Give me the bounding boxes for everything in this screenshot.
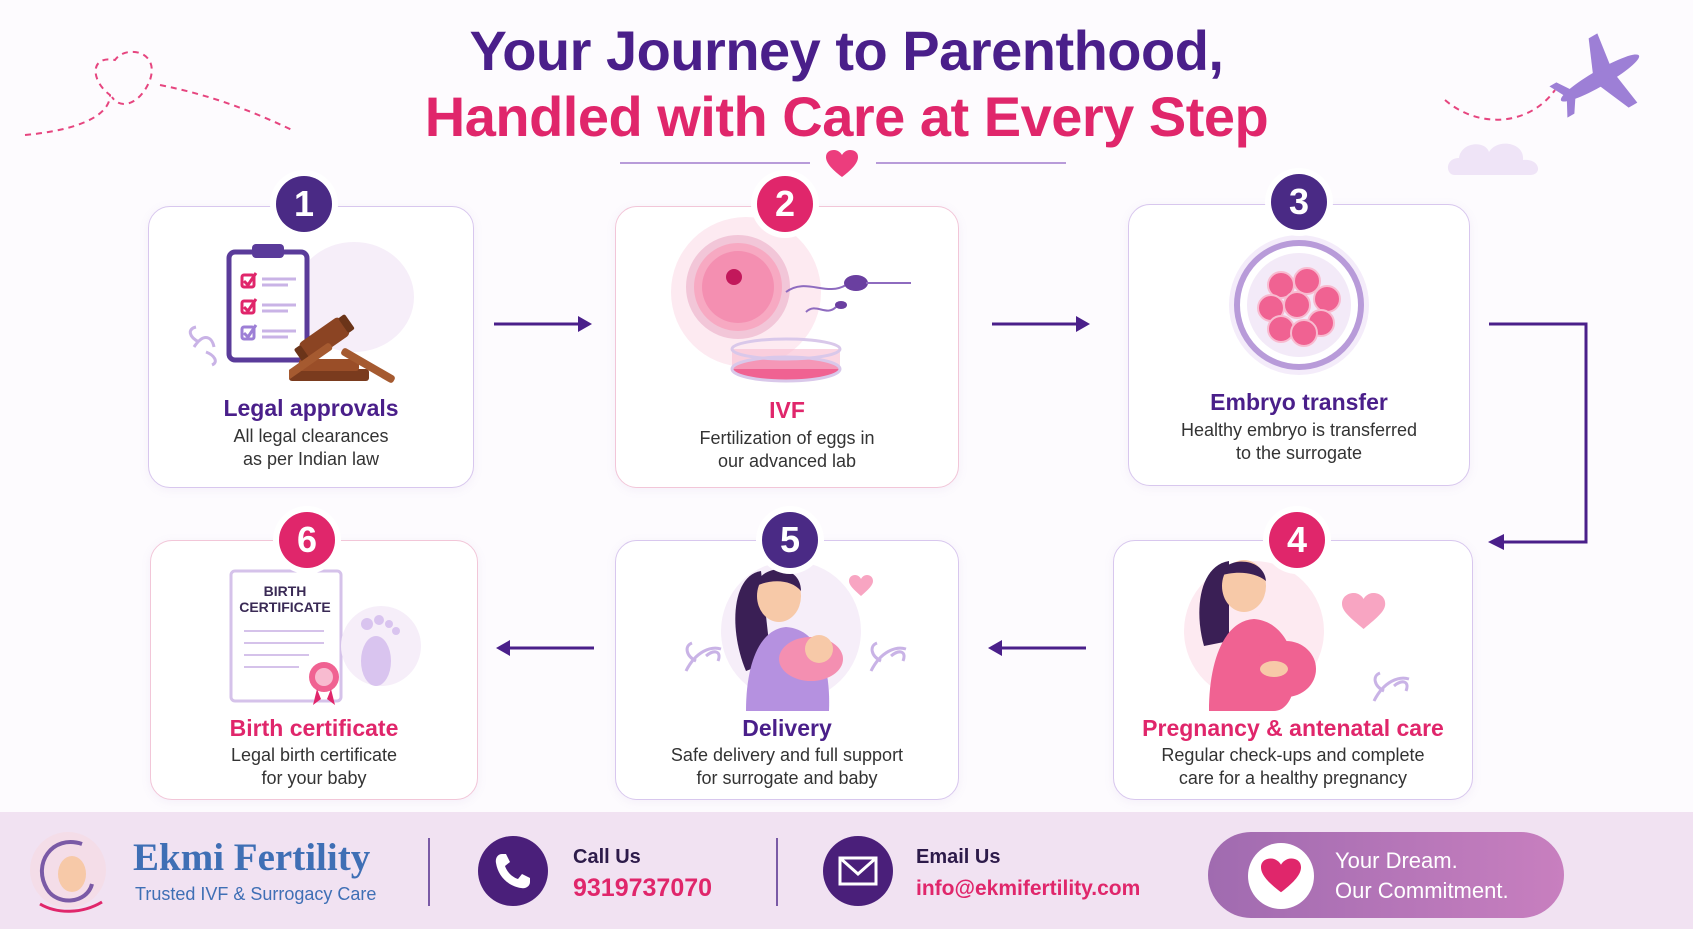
step-description-line2: our advanced lab bbox=[717, 451, 857, 471]
mother-baby-icon bbox=[684, 561, 907, 711]
step-number-badge: 1 bbox=[276, 176, 332, 232]
connector-arrow-down-left bbox=[1488, 322, 1588, 550]
embryo-icon bbox=[1229, 235, 1369, 375]
brand-tagline: Trusted IVF & Surrogacy Care bbox=[135, 884, 377, 904]
page-title-line2: Handled with Care at Every Step bbox=[424, 85, 1269, 148]
step-description-line2: care for a healthy pregnancy bbox=[1178, 768, 1408, 788]
commitment-line1: Your Dream. bbox=[1335, 848, 1458, 873]
heart-badge-circle bbox=[1248, 843, 1314, 909]
arrow-right-icon bbox=[992, 316, 1090, 332]
step-title: Birth certificate bbox=[229, 715, 399, 741]
cloud-icon bbox=[1447, 143, 1539, 175]
step-card-embryo-transfer: Embryo transfer Healthy embryo is transf… bbox=[1128, 204, 1470, 486]
step-number-badge: 3 bbox=[1271, 174, 1327, 230]
step-description-line2: for surrogate and baby bbox=[696, 768, 878, 788]
certificate-title-line2: CERTIFICATE bbox=[239, 599, 331, 615]
phone-number-link[interactable]: 9319737070 bbox=[573, 874, 713, 902]
step-card-ivf: IVF Fertilization of eggs in our advance… bbox=[615, 206, 959, 488]
step-description-line1: Regular check-ups and complete bbox=[1161, 745, 1425, 765]
heart-icon bbox=[1261, 858, 1301, 893]
call-button[interactable] bbox=[478, 836, 548, 906]
step-description-line1: All legal clearances bbox=[233, 426, 389, 446]
call-label: Call Us bbox=[573, 846, 641, 868]
step-description-line1: Healthy embryo is transferred bbox=[1180, 420, 1418, 440]
airplane-icon bbox=[1444, 33, 1640, 121]
arrow-right-icon bbox=[494, 316, 592, 332]
step-title: Pregnancy & antenatal care bbox=[1142, 715, 1444, 741]
gavel-icon bbox=[289, 314, 395, 383]
footer-separator bbox=[776, 838, 778, 906]
pregnant-woman-icon bbox=[1184, 560, 1410, 711]
certificate-title-line1: BIRTH bbox=[263, 583, 307, 599]
step-card-delivery: Delivery Safe delivery and full support … bbox=[615, 540, 959, 800]
petri-dish-icon bbox=[730, 337, 842, 383]
step-number-badge: 2 bbox=[757, 176, 813, 232]
step-card-pregnancy: Pregnancy & antenatal care Regular check… bbox=[1113, 540, 1473, 800]
clipboard-icon bbox=[188, 242, 414, 367]
footprint-icon bbox=[341, 606, 421, 686]
footer-separator bbox=[428, 838, 430, 906]
step-title: IVF bbox=[769, 397, 805, 423]
brand-name: Ekmi Fertility bbox=[133, 836, 371, 879]
commitment-line2: Our Commitment. bbox=[1335, 878, 1509, 903]
step-description-line2: to the surrogate bbox=[1235, 443, 1363, 463]
step-description-line1: Fertilization of eggs in bbox=[699, 428, 875, 448]
egg-cell-icon bbox=[671, 217, 911, 367]
heart-icon bbox=[826, 150, 858, 177]
arrow-left-icon bbox=[988, 640, 1086, 656]
title-divider-left bbox=[620, 162, 810, 164]
step-description-line1: Legal birth certificate bbox=[230, 745, 398, 765]
step-card-birth-certificate: BIRTH CERTIFICATE Birth certificate Lega… bbox=[150, 540, 478, 800]
page-title-line1: Your Journey to Parenthood, bbox=[469, 19, 1224, 82]
title-divider-right bbox=[876, 162, 1066, 164]
email-label: Email Us bbox=[916, 846, 1001, 868]
dashed-heart-decoration bbox=[24, 50, 293, 136]
mail-icon bbox=[838, 856, 878, 886]
certificate-icon bbox=[229, 569, 343, 705]
phone-icon bbox=[495, 854, 530, 889]
step-number-badge: 5 bbox=[762, 512, 818, 568]
step-title: Embryo transfer bbox=[1210, 389, 1388, 415]
email-link[interactable]: info@ekmifertility.com bbox=[916, 877, 1141, 900]
step-title: Delivery bbox=[742, 715, 832, 741]
step-description-line1: Safe delivery and full support bbox=[670, 745, 904, 765]
arrow-left-icon bbox=[496, 640, 594, 656]
step-description-line2: as per Indian law bbox=[242, 449, 380, 469]
step-card-legal-approvals: Legal approvals All legal clearances as … bbox=[148, 206, 474, 488]
step-number-badge: 6 bbox=[279, 512, 335, 568]
step-title: Legal approvals bbox=[223, 395, 399, 421]
email-button[interactable] bbox=[823, 836, 893, 906]
step-description-line2: for your baby bbox=[261, 768, 367, 788]
step-number-badge: 4 bbox=[1269, 512, 1325, 568]
logo-icon bbox=[30, 832, 106, 913]
